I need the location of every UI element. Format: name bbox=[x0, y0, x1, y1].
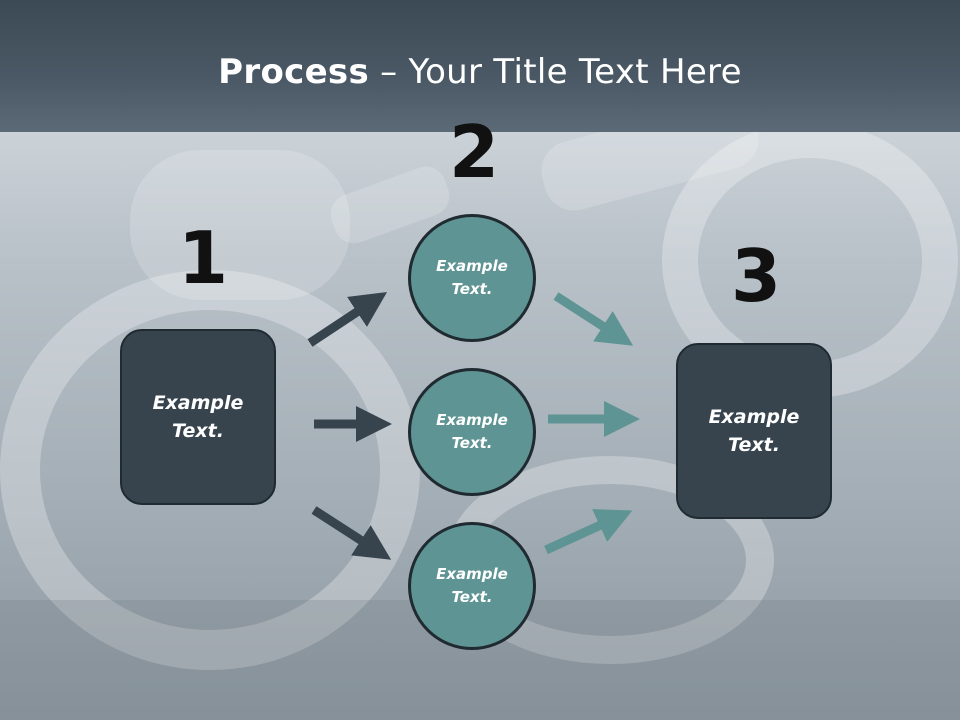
title-bold: Process bbox=[218, 52, 370, 92]
arrow-1-to-top bbox=[307, 292, 388, 347]
arrow-bottom-to-3 bbox=[544, 509, 633, 555]
title-bar bbox=[0, 0, 960, 132]
step-number-3: 3 bbox=[731, 234, 782, 318]
title-rest: – Your Title Text Here bbox=[369, 52, 742, 92]
arrow-1-to-bottom bbox=[311, 506, 392, 560]
slide-title: Process – Your Title Text Here bbox=[0, 52, 960, 92]
step-1-label: Example Text. bbox=[152, 391, 244, 443]
step-2-circle-top: Example Text. bbox=[408, 214, 536, 342]
step-2-circle-bottom: Example Text. bbox=[408, 522, 536, 650]
step-number-1: 1 bbox=[178, 216, 229, 300]
step-number-2: 2 bbox=[449, 110, 500, 194]
step-1-box: Example Text. bbox=[120, 329, 276, 505]
step-2-label-middle: Example Text. bbox=[436, 410, 508, 452]
step-2-circle-middle: Example Text. bbox=[408, 368, 536, 496]
step-2-label-top: Example Text. bbox=[436, 256, 508, 298]
step-3-box: Example Text. bbox=[676, 343, 832, 519]
step-2-label-bottom: Example Text. bbox=[436, 564, 508, 606]
arrow-top-to-3 bbox=[553, 292, 634, 346]
step-3-label: Example Text. bbox=[708, 405, 800, 457]
